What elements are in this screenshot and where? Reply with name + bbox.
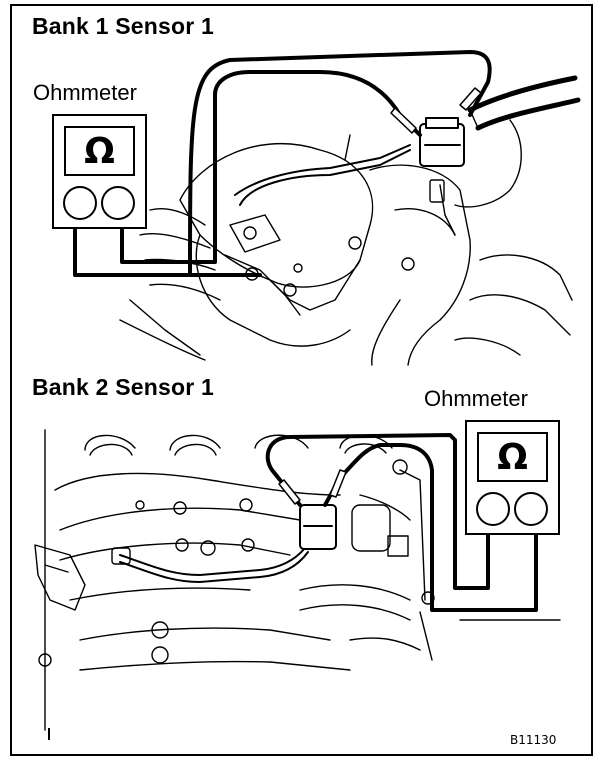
bank2-ohmmeter: Ω	[465, 420, 560, 535]
figure-frame	[10, 4, 593, 756]
ohm-symbol-icon: Ω	[84, 130, 115, 172]
bank1-ohm-display: Ω	[64, 126, 135, 176]
bank1-meter-jack-left	[63, 186, 97, 220]
bank1-ohmmeter: Ω	[52, 114, 147, 229]
bank2-engine-drawing	[34, 429, 561, 731]
bank1-connector	[419, 117, 465, 167]
bank1-sensor1-heading: Bank 1 Sensor 1	[32, 13, 214, 39]
bank2-ohmmeter-label: Ohmmeter	[424, 386, 528, 411]
bank1-probe-tips	[390, 87, 482, 134]
bank2-sensor1-heading: Bank 2 Sensor 1	[32, 374, 214, 400]
bank1-engine-drawing	[119, 75, 581, 366]
bank2-probe-leads	[265, 433, 538, 612]
bank2-probe-tips	[278, 469, 347, 505]
corner-tick-mark	[48, 728, 50, 740]
bank2-meter-jack-right	[514, 492, 548, 526]
bank1-ohmmeter-label: Ohmmeter	[33, 80, 137, 105]
figure-code: B11130	[510, 733, 557, 747]
bank1-meter-jack-right	[101, 186, 135, 220]
ohm-symbol-icon: Ω	[497, 436, 528, 478]
bank2-connector	[299, 504, 337, 550]
bank2-meter-jack-left	[476, 492, 510, 526]
bank1-probe-leads	[73, 50, 492, 277]
bank2-ohm-display: Ω	[477, 432, 548, 482]
